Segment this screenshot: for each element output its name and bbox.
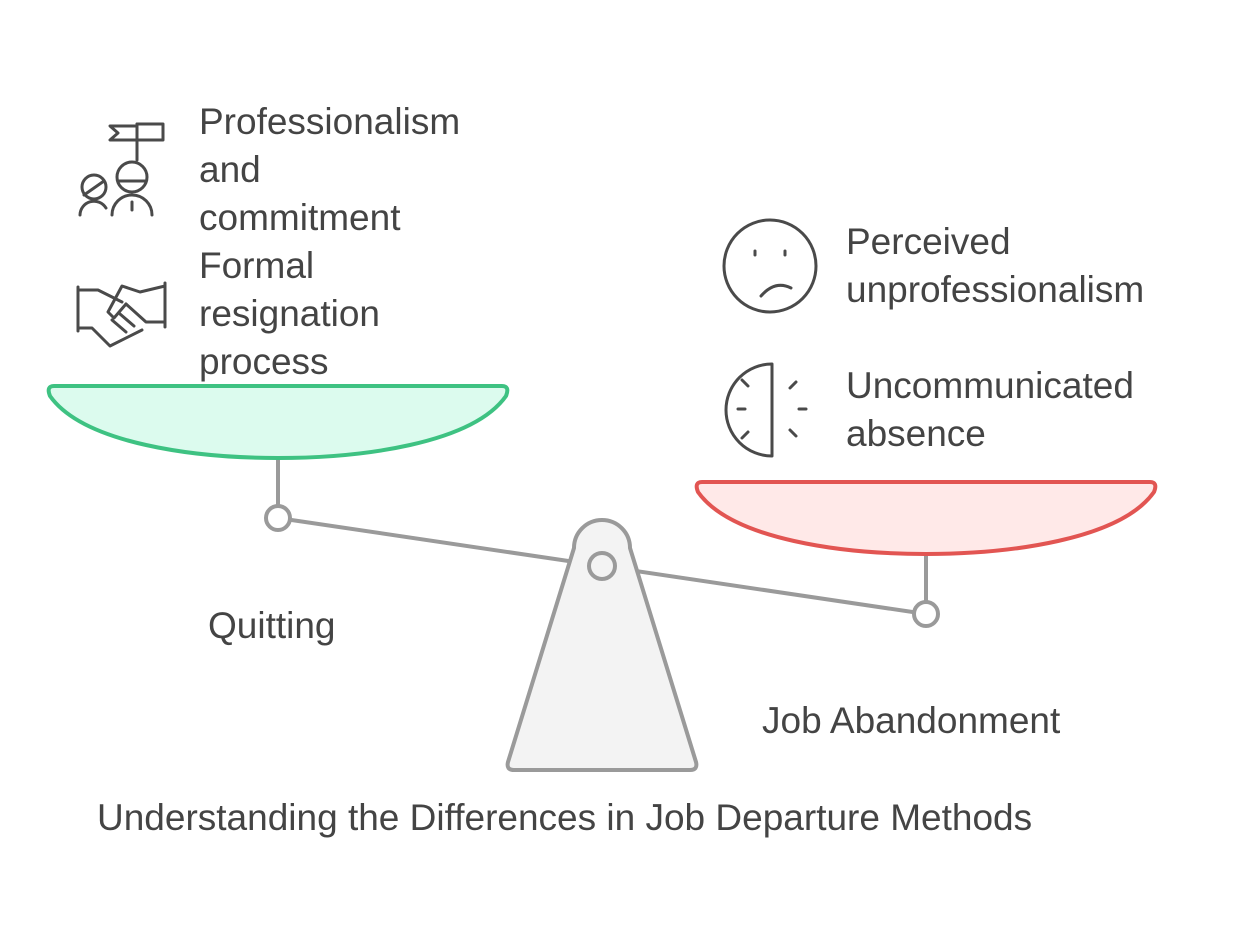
- right-item-2-text: Uncommunicated absence: [846, 365, 1134, 454]
- scale-fulcrum: [505, 518, 699, 772]
- half-clock-icon: [724, 362, 808, 458]
- diagram-title: Understanding the Differences in Job Dep…: [97, 797, 1033, 838]
- sad-face-icon: [722, 218, 818, 314]
- left-item-2-text: Formal resignation process: [199, 245, 381, 382]
- team-flag-icon: [78, 122, 165, 217]
- right-side-label: Job Abandonment: [762, 700, 1061, 741]
- right-pan-joint: [912, 600, 940, 628]
- left-item-1-text: Professionalism and commitment: [199, 101, 461, 238]
- right-pan: [694, 480, 1158, 556]
- left-pan-joint: [264, 504, 292, 532]
- left-side-label: Quitting: [208, 605, 336, 646]
- fulcrum-pivot: [587, 551, 617, 581]
- left-pan: [46, 384, 510, 460]
- right-item-1-text: Perceived unprofessionalism: [846, 221, 1145, 310]
- handshake-icon: [76, 281, 167, 348]
